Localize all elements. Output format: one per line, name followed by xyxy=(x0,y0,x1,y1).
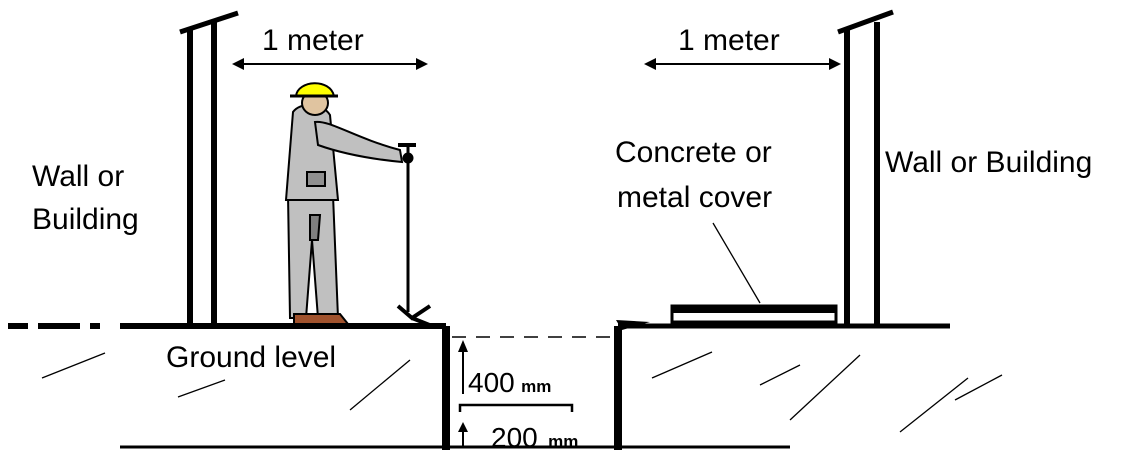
trench-lip-right xyxy=(616,320,650,330)
depth-bottom-value: 200 xyxy=(491,422,538,450)
depth-bottom-unit: mm xyxy=(548,432,578,450)
depth-bottom-arrowhead xyxy=(458,422,468,432)
worker-legs xyxy=(286,194,340,319)
probe-grip xyxy=(402,152,414,164)
right-wall xyxy=(837,9,894,326)
left-wall-cap xyxy=(179,10,239,35)
cover-top-band xyxy=(672,306,836,313)
right-wall-cap xyxy=(837,9,894,35)
hatch xyxy=(349,359,411,411)
trench xyxy=(442,320,650,450)
depth-top-arrowhead xyxy=(458,340,468,352)
construction-worker-icon xyxy=(284,82,404,325)
cover xyxy=(670,222,838,324)
manhole-probe-icon xyxy=(396,143,433,328)
depth-top-value: 400 xyxy=(468,367,515,398)
hatch xyxy=(41,352,106,379)
ground-surface xyxy=(8,323,950,449)
worker-boots xyxy=(293,313,351,325)
probe-tip xyxy=(396,304,433,328)
left-wall-label-line2: Building xyxy=(32,203,139,236)
right-wall-label: Wall or Building xyxy=(885,146,1092,179)
right-distance-arrowhead-right xyxy=(829,58,841,70)
right-distance-arrowhead-left xyxy=(644,58,656,70)
left-distance-arrowhead-left xyxy=(232,58,244,70)
hatch xyxy=(789,354,861,421)
left-distance-label: 1 meter xyxy=(262,24,364,57)
hatch xyxy=(651,351,713,379)
depth-top-unit: mm xyxy=(521,377,551,396)
worker-arm xyxy=(313,120,404,164)
cover-label-line1: Concrete or xyxy=(615,136,772,169)
worker-helmet xyxy=(294,82,336,97)
worker-pocket xyxy=(306,171,326,187)
depth-bottom-label: 200 mm xyxy=(491,422,578,450)
hatch xyxy=(954,374,1003,401)
depth-markers xyxy=(458,340,574,446)
ground-level-label: Ground level xyxy=(166,341,336,374)
cover-label-line2: metal cover xyxy=(617,181,772,214)
left-wall xyxy=(179,10,239,326)
worker-leg-pocket xyxy=(309,214,322,241)
hatch xyxy=(899,377,969,433)
right-distance-label: 1 meter xyxy=(678,24,780,57)
hatch xyxy=(177,379,226,398)
soil-hatching xyxy=(41,351,1003,433)
distance-arrows xyxy=(232,58,841,70)
cover-leader-line xyxy=(712,222,761,304)
depth-top-label: 400 mm xyxy=(468,367,551,398)
depth-bracket xyxy=(458,403,574,412)
left-wall-label-line1: Wall or xyxy=(32,160,124,193)
left-distance-arrowhead-right xyxy=(416,58,428,70)
hatch xyxy=(759,364,801,386)
